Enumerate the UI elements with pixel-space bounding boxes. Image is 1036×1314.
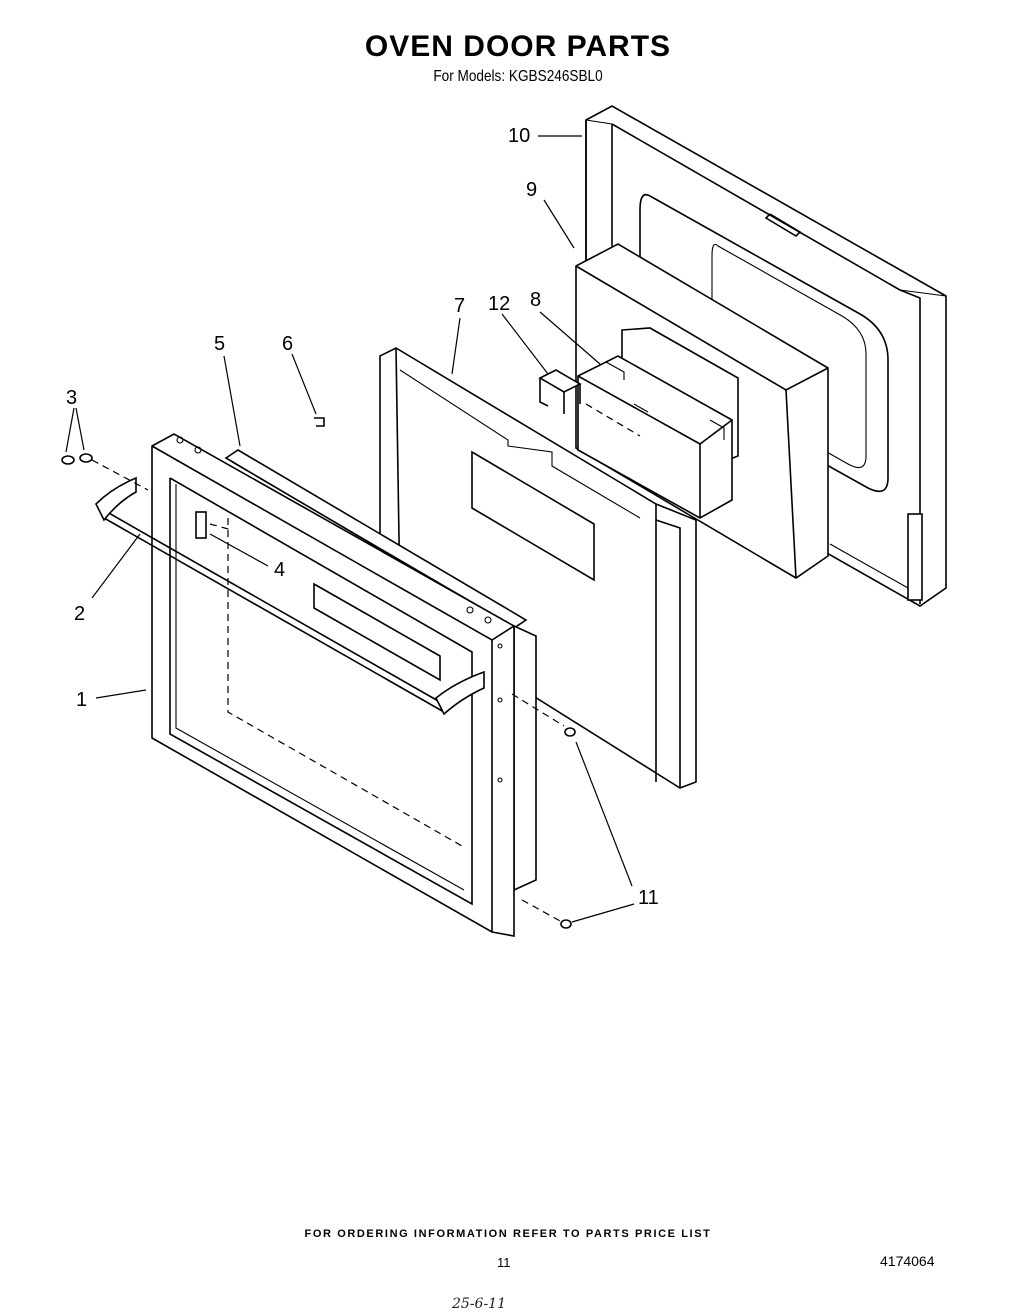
callout-5: 5	[214, 333, 225, 355]
callout-4: 4	[274, 559, 285, 581]
callout-12: 12	[488, 293, 510, 315]
model-subtitle: For Models: KGBS246SBL0	[433, 68, 603, 85]
callout-2: 2	[74, 603, 85, 625]
callout-10: 10	[508, 125, 530, 147]
callout-8: 8	[530, 289, 541, 311]
leader-lines	[65, 135, 635, 923]
callout-1: 1	[76, 689, 87, 711]
callout-3: 3	[66, 387, 77, 409]
assembly-guide-lines	[91, 403, 641, 923]
part-4-bracket	[195, 511, 207, 539]
callout-7: 7	[454, 295, 465, 317]
callout-11: 11	[638, 887, 659, 909]
page-number: 11	[497, 1255, 511, 1270]
callout-9: 9	[526, 179, 537, 201]
ordering-note: FOR ORDERING INFORMATION REFER TO PARTS …	[304, 1228, 712, 1240]
part-3-screws	[61, 453, 93, 465]
part-12-small-bracket	[538, 369, 582, 414]
part-6-clip	[314, 417, 325, 427]
callout-6: 6	[282, 333, 293, 355]
part-1-outer-door	[151, 433, 537, 937]
handwritten-note: 25-6-11	[452, 1296, 506, 1312]
page-title: OVEN DOOR PARTS	[364, 30, 672, 63]
part-2-handle	[95, 476, 485, 716]
part-8-bracket-box	[577, 355, 733, 519]
part-11-screws	[560, 727, 576, 929]
document-number: 4174064	[880, 1253, 935, 1269]
